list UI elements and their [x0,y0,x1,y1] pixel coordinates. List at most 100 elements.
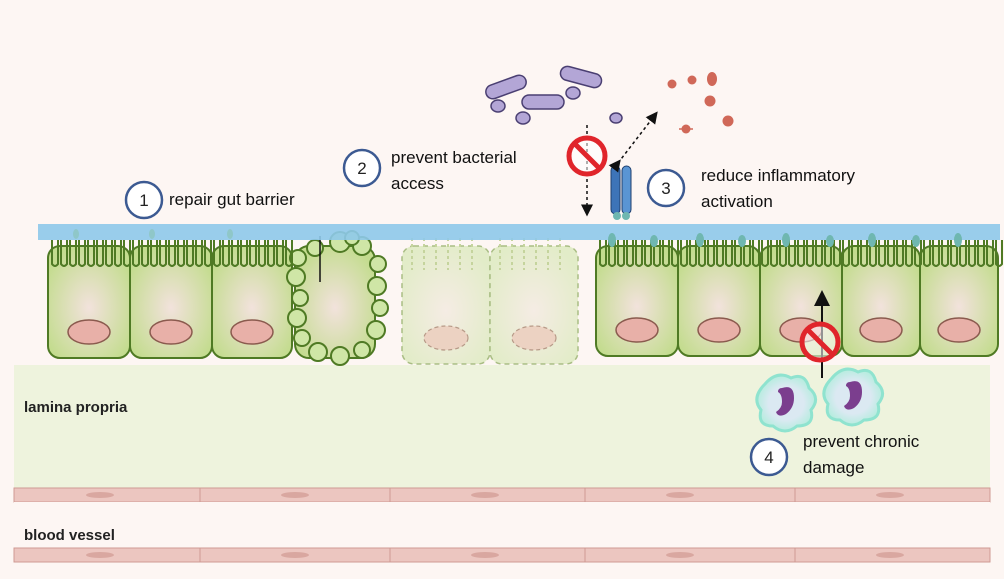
step-3-label-line2: activation [701,192,773,211]
microvillus [599,240,607,267]
microvillus [644,240,652,267]
microvillus [276,240,284,267]
microvillus [986,240,994,267]
microvillus [716,240,724,267]
microvillus [806,240,814,267]
mucus-layer [38,224,1000,240]
microvillus [968,240,976,267]
bacterial-products [667,72,734,134]
microvillus [770,240,778,267]
microvillus [653,240,661,267]
microvillus [950,240,958,267]
microvillus [797,240,805,267]
microvillus [815,240,823,267]
rod-bacterium [521,94,565,110]
microvillus [914,240,922,267]
step-2: 2 prevent bacterial access [342,148,517,193]
microvillus [105,240,113,267]
rod-bacterium [485,74,527,100]
microvillus [186,240,194,267]
step-3-label-line1: reduce inflammatory [701,166,856,185]
microvillus [869,240,877,267]
cocci-bacterium [609,112,623,124]
microvillus [69,240,77,267]
microvillus [132,240,140,267]
microvillus [213,240,221,267]
lamina-propria-label: lamina propria [24,399,128,416]
microvillus [249,240,257,267]
microvillus [887,240,895,267]
microvillus [779,240,787,267]
microvillus [752,240,760,267]
microvillus [842,240,850,267]
epithelial-cells-right [595,245,999,357]
cocci-bacterium [515,111,531,125]
microvillus [78,240,86,267]
step-3: 3 reduce inflammatory activation [646,166,856,211]
step-4: 4 prevent chronic damage [749,432,920,477]
step-1-label: repair gut barrier [169,190,295,209]
microvillus [878,240,886,267]
step-2-number: 2 [357,159,366,178]
microvillus [114,240,122,267]
microvillus [123,240,131,267]
mucus-droplets-left [73,229,233,239]
microvillus [896,240,904,267]
microvillus [258,240,266,267]
microvillus [941,240,949,267]
microvillus [932,240,940,267]
epithelial-cells-left [47,245,293,359]
no-entry-icon [566,135,608,177]
microvillus [860,240,868,267]
faded-cells [401,238,579,365]
step-2-label-line1: prevent bacterial [391,148,517,167]
microvillus [689,240,697,267]
microvillus [285,240,293,267]
damaged-cell [286,230,389,366]
blood-vessel-lower-wall [13,547,991,563]
microvillus [923,240,931,267]
rod-bacterium [559,65,603,89]
dashed-double-arrow [608,111,658,173]
step-4-number: 4 [764,448,773,467]
microvillus [680,240,688,267]
microvillus [617,240,625,267]
microvillus [698,240,706,267]
step-1-circle [124,180,164,220]
microvillus [707,240,715,267]
microvillus [141,240,149,267]
step-2-circle [342,148,382,188]
step-1-number: 1 [139,191,148,210]
microvillus [743,240,751,267]
microvillus [51,240,59,267]
step-2-label-line2: access [391,174,444,193]
blood-vessel-upper-wall [13,487,991,503]
microvillus [725,240,733,267]
toll-like-receptor [610,165,632,220]
microvillus [734,240,742,267]
step-4-circle [749,437,789,477]
microvillus [159,240,167,267]
microvillus [662,240,670,267]
microvillus [204,240,212,267]
microvillus [177,240,185,267]
step-1: 1 repair gut barrier [124,180,295,220]
cocci-bacterium [565,86,581,100]
microvillus [240,240,248,267]
microvillus [788,240,796,267]
microvillus [267,240,275,267]
step-3-circle [646,168,686,208]
mucus-droplets-right [608,233,962,247]
microvillus [851,240,859,267]
step-3-number: 3 [661,179,670,198]
microvillus [608,240,616,267]
no-entry-icon [799,321,841,363]
microvillus [671,240,679,267]
immune-cell [755,373,817,433]
step-4-label-line1: prevent chronic [803,432,920,451]
microvillus [87,240,95,267]
microvilli [51,240,1003,267]
microvillus [96,240,104,267]
